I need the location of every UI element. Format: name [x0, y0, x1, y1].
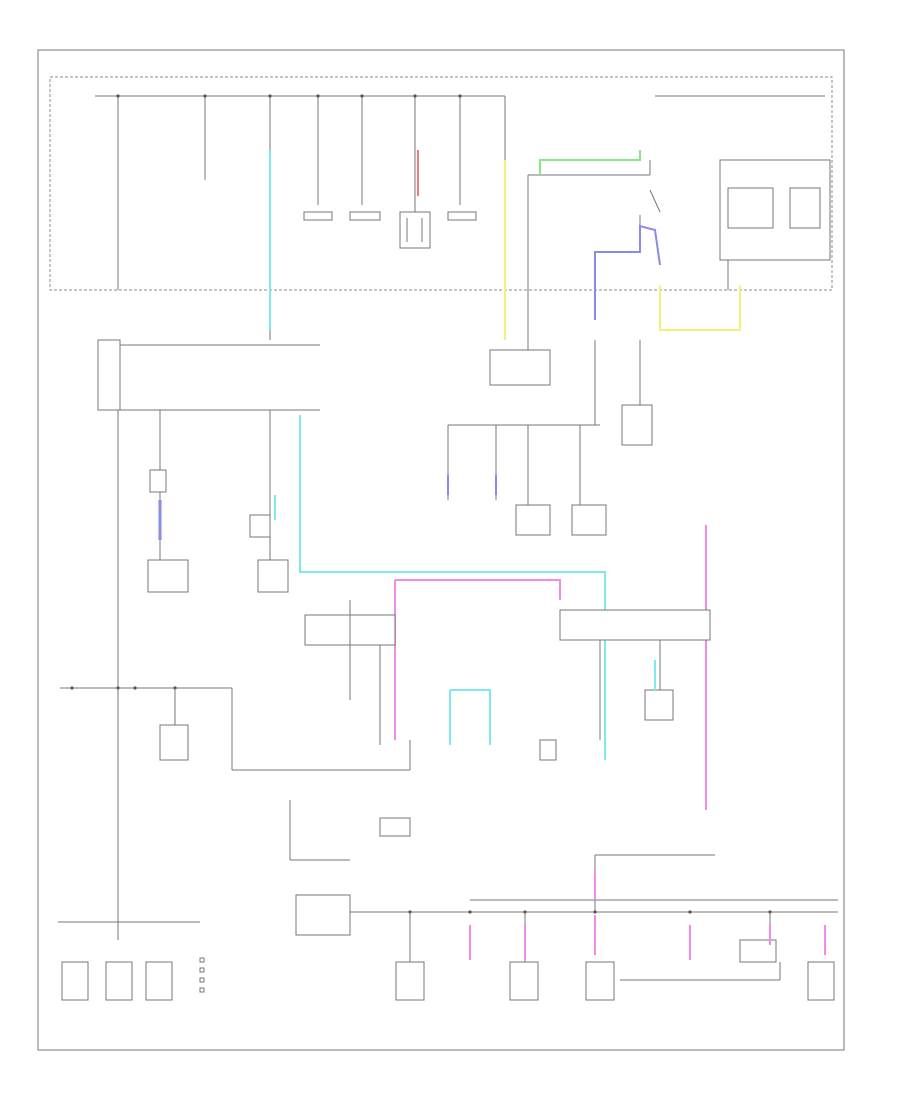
blue-wire-top — [594, 224, 661, 320]
colored-wires-top — [417, 150, 741, 340]
pink-wire-loop — [394, 579, 561, 740]
central-junction — [304, 600, 711, 761]
diagram-border — [37, 49, 845, 1051]
pink-wires-bottom — [469, 870, 826, 960]
green-wire — [539, 150, 641, 175]
lower-left-bus — [60, 686, 411, 940]
cyan-wire-junction — [449, 660, 656, 745]
cyan-wire-main — [269, 150, 606, 760]
colored-wires-middle — [158, 150, 707, 810]
ignition-switch-block — [527, 95, 831, 350]
fuse-box-relays — [269, 150, 477, 340]
bottom-connectors — [61, 912, 835, 1001]
bottom-bus — [58, 854, 838, 936]
mid-right-unit — [447, 340, 653, 536]
yellow-wire-right — [659, 285, 741, 331]
fuse-box-bus — [95, 94, 506, 290]
legend — [199, 957, 205, 993]
mid-left-unit — [97, 339, 320, 700]
fuse-box-outline — [49, 76, 833, 291]
